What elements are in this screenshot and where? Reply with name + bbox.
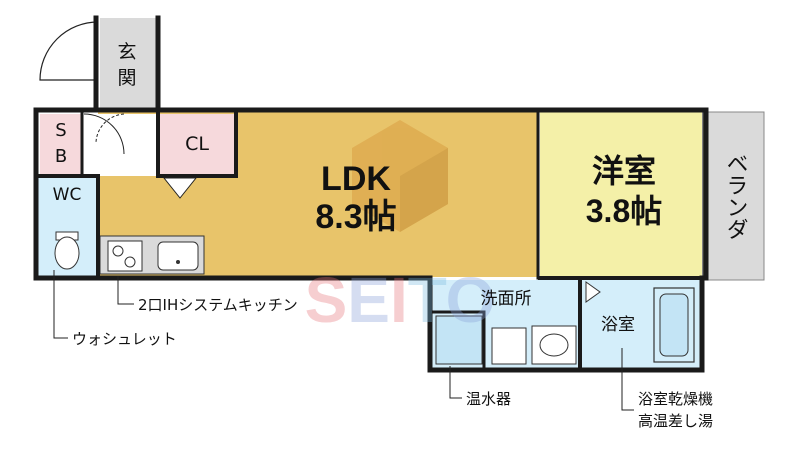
bath-dryer-callout-2: 高温差し湯 bbox=[638, 412, 713, 430]
ldk-label: LDK bbox=[321, 160, 391, 198]
veranda-area bbox=[705, 111, 765, 281]
ih-stove bbox=[107, 240, 143, 272]
toilet bbox=[54, 236, 80, 270]
genkan-label-2: 関 bbox=[117, 67, 136, 89]
water-heater bbox=[435, 315, 483, 365]
watermark-letter: O bbox=[446, 264, 496, 336]
walls bbox=[33, 15, 709, 373]
watermark-letter: T bbox=[408, 264, 447, 336]
sb-label-b: B bbox=[55, 146, 67, 167]
genkan-area bbox=[100, 18, 156, 110]
cl-area bbox=[158, 114, 234, 176]
senmenjo-label: 洗面所 bbox=[481, 289, 532, 309]
yokushitsu-label: 浴室 bbox=[601, 315, 635, 335]
kitchen-sink bbox=[157, 241, 199, 271]
washlet-callout: ウォシュレット bbox=[72, 330, 177, 348]
ldk-size: 8.3帖 bbox=[315, 198, 396, 236]
cl-label: CL bbox=[185, 133, 209, 155]
wc-label: WC bbox=[53, 185, 82, 205]
veranda-label: ベランダ bbox=[723, 152, 748, 240]
sb-area bbox=[40, 114, 82, 176]
watermark-text: SEITO bbox=[305, 264, 496, 336]
water-heater-callout: 温水器 bbox=[466, 390, 511, 408]
bath-dryer-callout-1: 浴室乾燥機 bbox=[638, 390, 713, 408]
yoshitsu-label: 洋室 bbox=[592, 153, 656, 189]
washing-machine-pan bbox=[491, 327, 527, 365]
kitchen-callout: 2口IHシステムキッチン bbox=[138, 296, 298, 314]
watermark-letter: S bbox=[305, 264, 348, 336]
callout-lines bbox=[53, 270, 634, 411]
genkan-label: 玄 bbox=[117, 41, 136, 63]
sb-label-s: S bbox=[55, 120, 66, 141]
watermark-letter: I bbox=[390, 264, 408, 336]
yoshitsu-floor bbox=[540, 112, 702, 277]
watermark-letter: E bbox=[347, 264, 390, 336]
entrance-door-swing bbox=[39, 21, 99, 81]
watermark-logo bbox=[352, 120, 448, 232]
entry-marker bbox=[162, 177, 198, 199]
yoshitsu-size: 3.8帖 bbox=[586, 193, 663, 229]
